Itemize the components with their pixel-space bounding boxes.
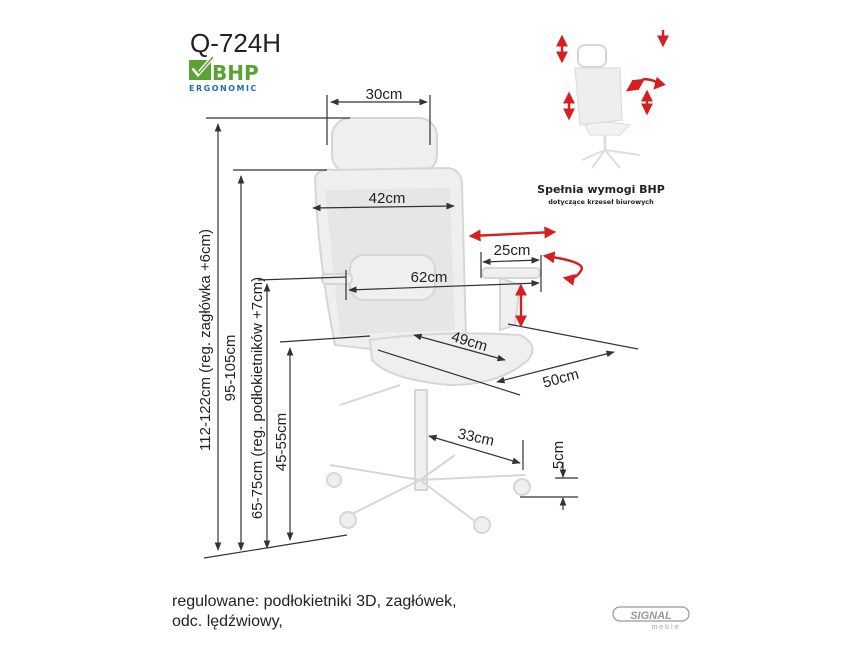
bhp-note-title: Spełnia wymogi BHP	[537, 183, 665, 196]
chair-illustration	[313, 117, 541, 534]
dim-caster-height: 5cm	[550, 441, 567, 469]
dim-armrest-length: 25cm	[494, 242, 531, 259]
adjustment-arrows	[468, 226, 583, 328]
dimension-lines	[203, 95, 639, 559]
adjustments-note: regulowane: podłokietniki 3D, zagłówek, …	[172, 592, 457, 632]
dim-total-height: 112-122cm (reg. zagłówka +6cm)	[197, 229, 214, 451]
dim-armrest-height: 65-75cm (reg. podłokietników +7cm)	[249, 277, 266, 519]
brand-name: SIGNAL	[630, 610, 672, 622]
dim-backrest-height: 95-105cm	[222, 335, 239, 402]
dim-headrest-width: 30cm	[366, 86, 403, 103]
dim-armrest-span: 62cm	[411, 269, 448, 286]
dim-seat-height: 45-55cm	[273, 413, 290, 471]
bhp-chair-thumbnail	[556, 30, 669, 169]
logo-bhp-text: BHP	[212, 61, 259, 85]
product-title: Q-724H	[190, 28, 282, 58]
logo-ergonomic-text: ERGONOMIC	[189, 84, 258, 93]
bhp-note-subtitle: dotyczące krzeseł biurowych	[548, 198, 654, 206]
brand-sub: meble	[651, 624, 680, 631]
dim-backrest-width: 42cm	[369, 190, 406, 207]
bhp-ergonomic-logo: BHP ERGONOMIC	[189, 56, 259, 93]
signal-brand-logo: SIGNAL meble	[612, 606, 690, 631]
note-line-1: regulowane: podłokietniki 3D, zagłówek,	[172, 593, 457, 610]
note-line-2: odc. lędźwiowy,	[172, 613, 283, 630]
